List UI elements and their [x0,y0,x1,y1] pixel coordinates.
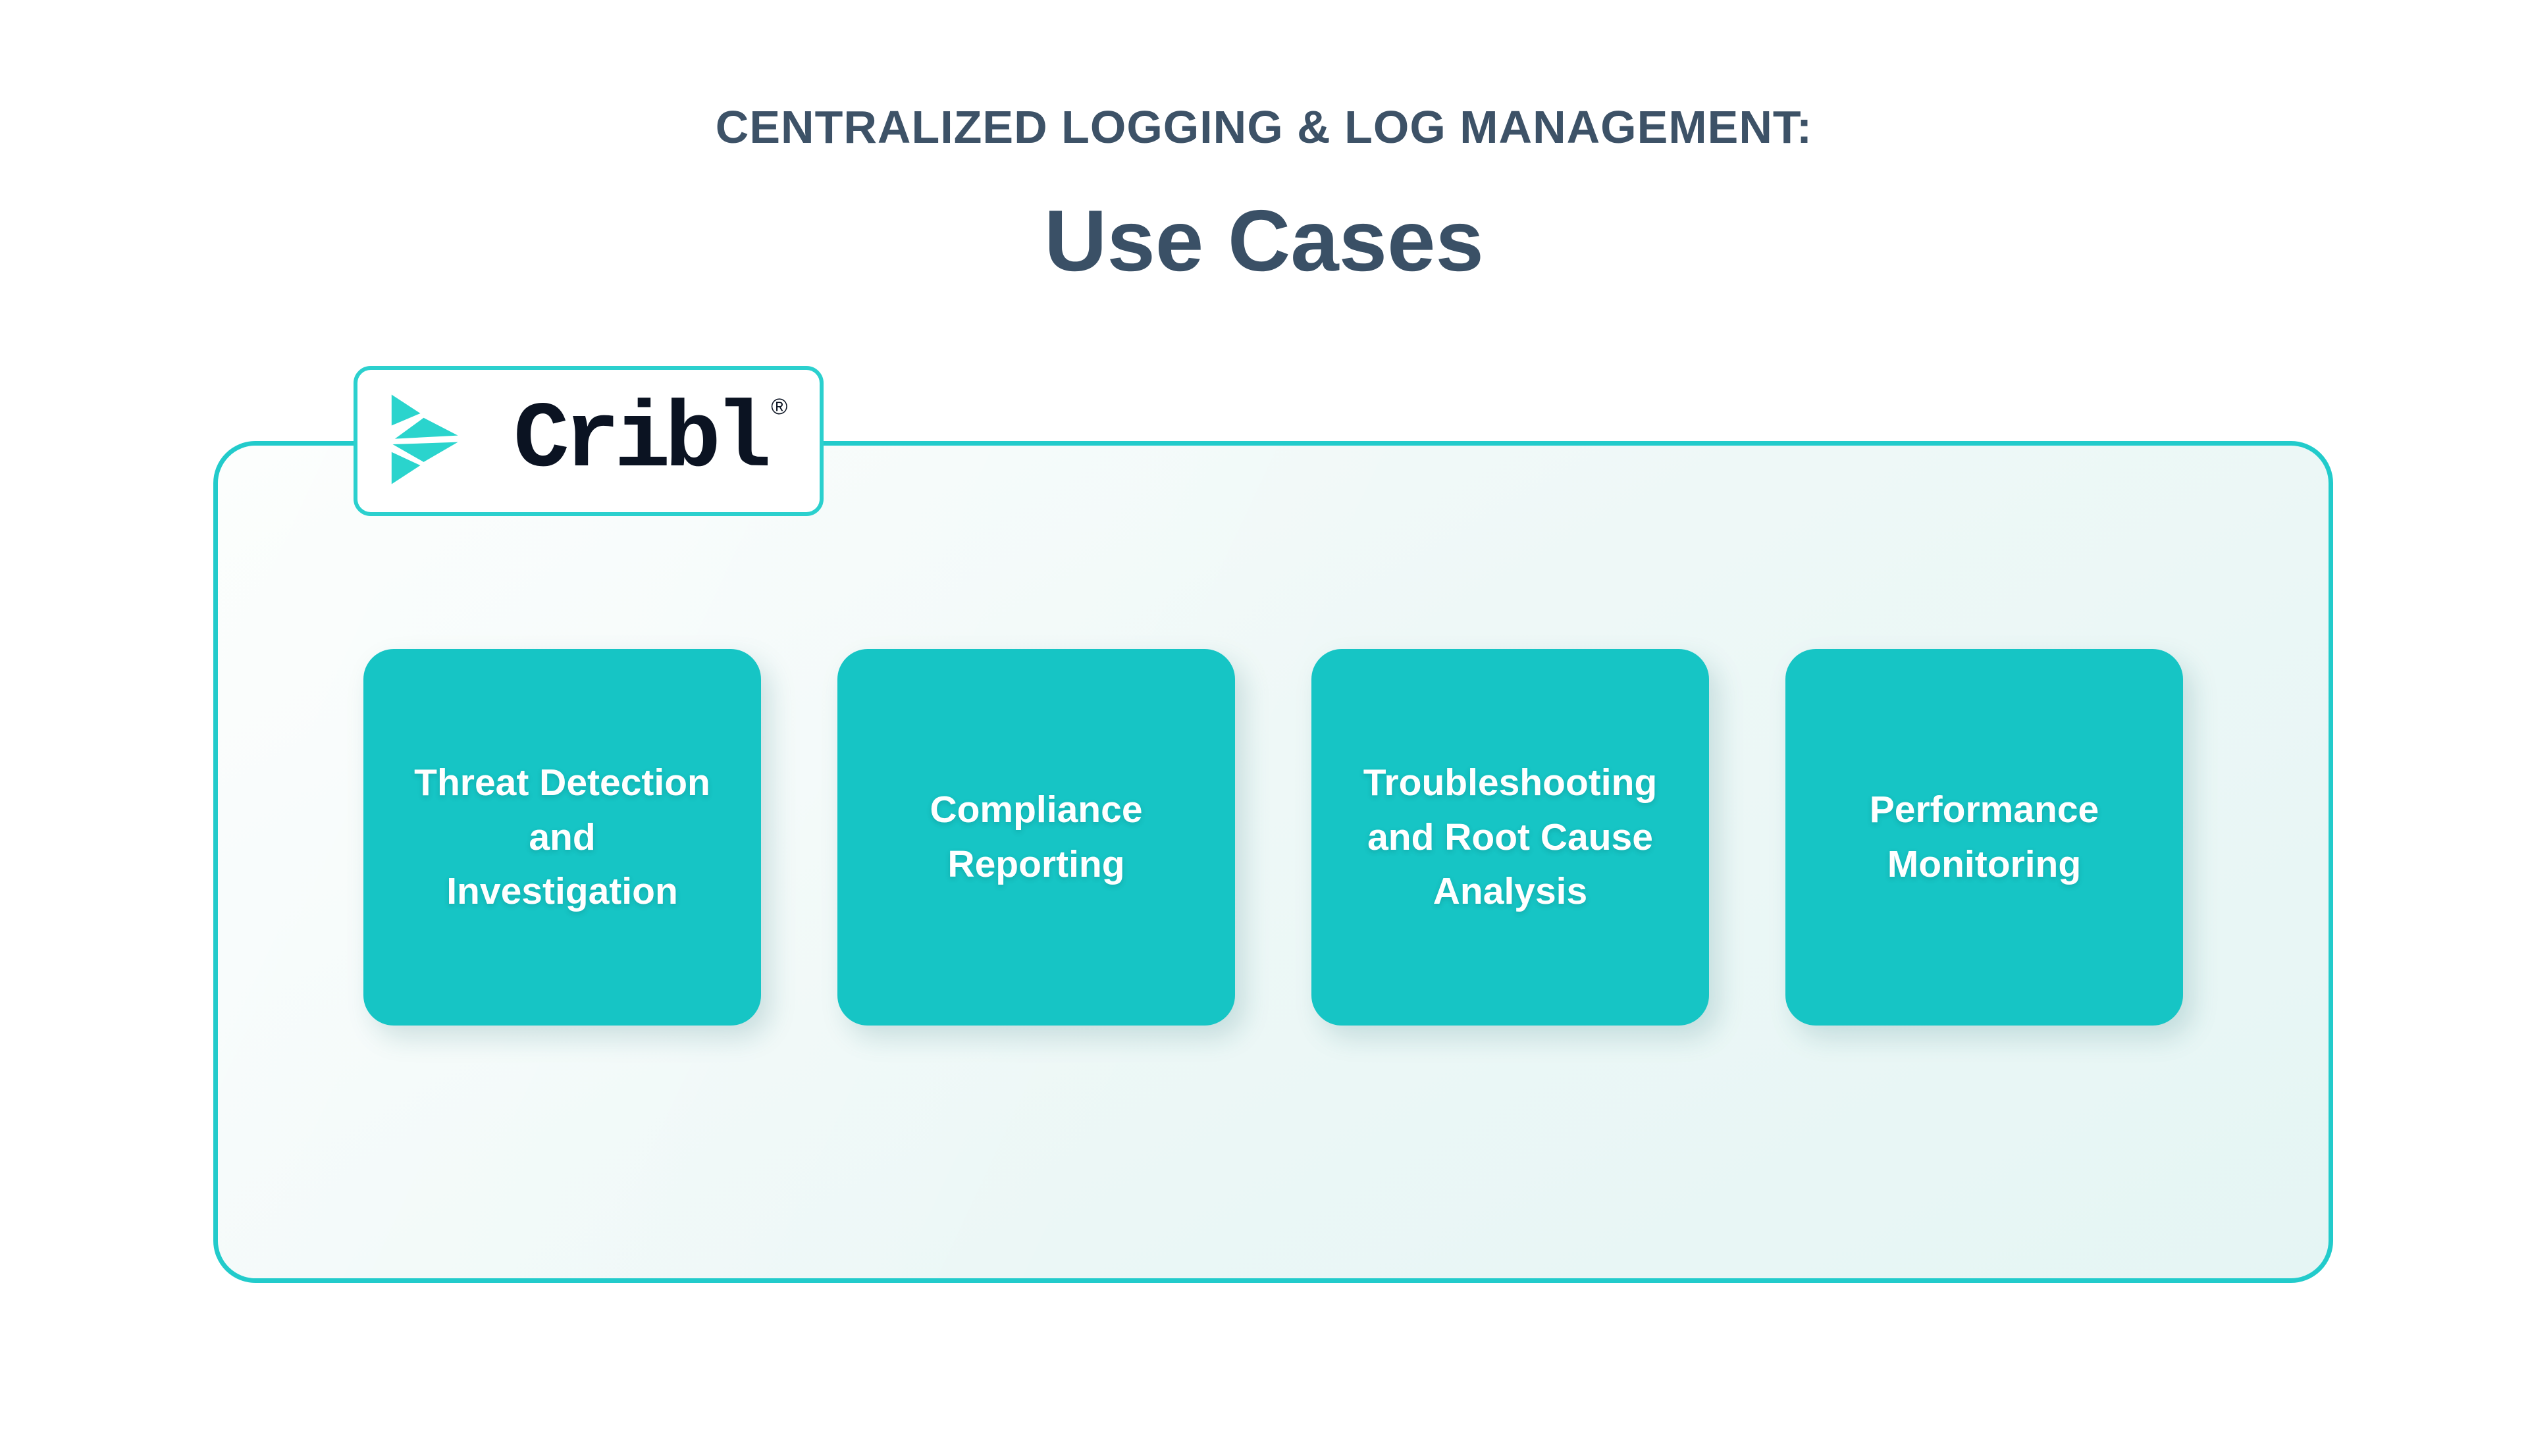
card-line: Threat Detection [414,762,710,804]
card-line: Monitoring [1887,843,2082,885]
card-compliance-reporting: Compliance Reporting [837,649,1235,1026]
card-line: Performance [1869,789,2099,831]
card-line: Investigation [446,870,678,913]
brand-name: Cribl [513,388,772,494]
use-case-cards-row: Threat Detection and Investigation Compl… [213,649,2333,1026]
card-line: and [529,816,596,858]
card-line: and Root Cause [1367,816,1653,858]
cribl-logo-icon [391,394,458,484]
card-troubleshooting-root-cause-analysis: Troubleshooting and Root Cause Analysis [1311,649,1709,1026]
page-title: Use Cases [1044,192,1484,289]
card-label: Performance Monitoring [1870,783,2099,891]
card-performance-monitoring: Performance Monitoring [1785,649,2183,1026]
card-label: Compliance Reporting [930,783,1142,891]
brand-wordmark: Cribl ® [514,394,788,488]
cribl-logo-badge: Cribl ® [354,366,824,516]
card-line: Compliance [930,789,1143,831]
card-threat-detection-and-investigation: Threat Detection and Investigation [363,649,761,1026]
card-line: Troubleshooting [1363,762,1658,804]
card-line: Reporting [947,843,1125,885]
kicker-heading: CENTRALIZED LOGGING & LOG MANAGEMENT: [715,101,1813,153]
card-line: Analysis [1433,870,1588,913]
card-label: Threat Detection and Investigation [414,756,710,919]
registered-trademark-symbol: ® [771,394,788,419]
card-label: Troubleshooting and Root Cause Analysis [1363,756,1657,919]
